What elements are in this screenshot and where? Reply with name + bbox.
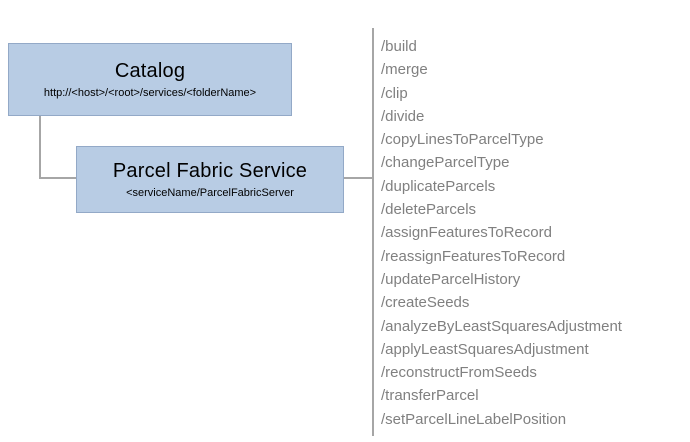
endpoint-item: /assignFeaturesToRecord (381, 224, 552, 242)
service-title: Parcel Fabric Service (112, 160, 308, 182)
endpoint-item: /applyLeastSquaresAdjustment (381, 340, 589, 358)
catalog-node: Catalog http://<host>/<root>/services/<f… (8, 43, 292, 116)
endpoint-item: /merge (381, 61, 428, 79)
endpoint-item: /divide (381, 107, 425, 125)
endpoint-item: /build (381, 38, 417, 55)
connector-vertical-line (39, 116, 41, 179)
endpoint-item: /updateParcelHistory (381, 270, 521, 288)
endpoint-item: /reconstructFromSeeds (381, 364, 537, 382)
endpoint-item: /clip (381, 84, 408, 102)
catalog-title: Catalog (114, 60, 186, 82)
endpoint-item: /createSeeds (381, 294, 470, 312)
endpoint-item: /transferParcel (381, 387, 479, 405)
endpoint-item: /reassignFeaturesToRecord (381, 247, 566, 265)
endpoint-item: /copyLinesToParcelType (381, 131, 544, 149)
parcel-fabric-service-node: Parcel Fabric Service <serviceName/Parce… (76, 146, 344, 213)
connector-horizontal-line (39, 177, 76, 179)
endpoint-item: /analyzeByLeastSquaresAdjustment (381, 317, 622, 335)
endpoint-item: /duplicateParcels (381, 177, 496, 195)
divider-line (372, 28, 374, 436)
catalog-url: http://<host>/<root>/services/<folderNam… (43, 87, 257, 99)
endpoint-list: /build /merge /clip /divide /copyLinesTo… (381, 35, 686, 431)
endpoint-item: /deleteParcels (381, 201, 477, 219)
endpoint-item: /changeParcelType (381, 154, 510, 172)
service-path: <serviceName/ParcelFabricServer (126, 187, 294, 199)
service-to-divider-line (344, 177, 373, 179)
endpoint-item: /setParcelLineLabelPosition (381, 410, 567, 428)
